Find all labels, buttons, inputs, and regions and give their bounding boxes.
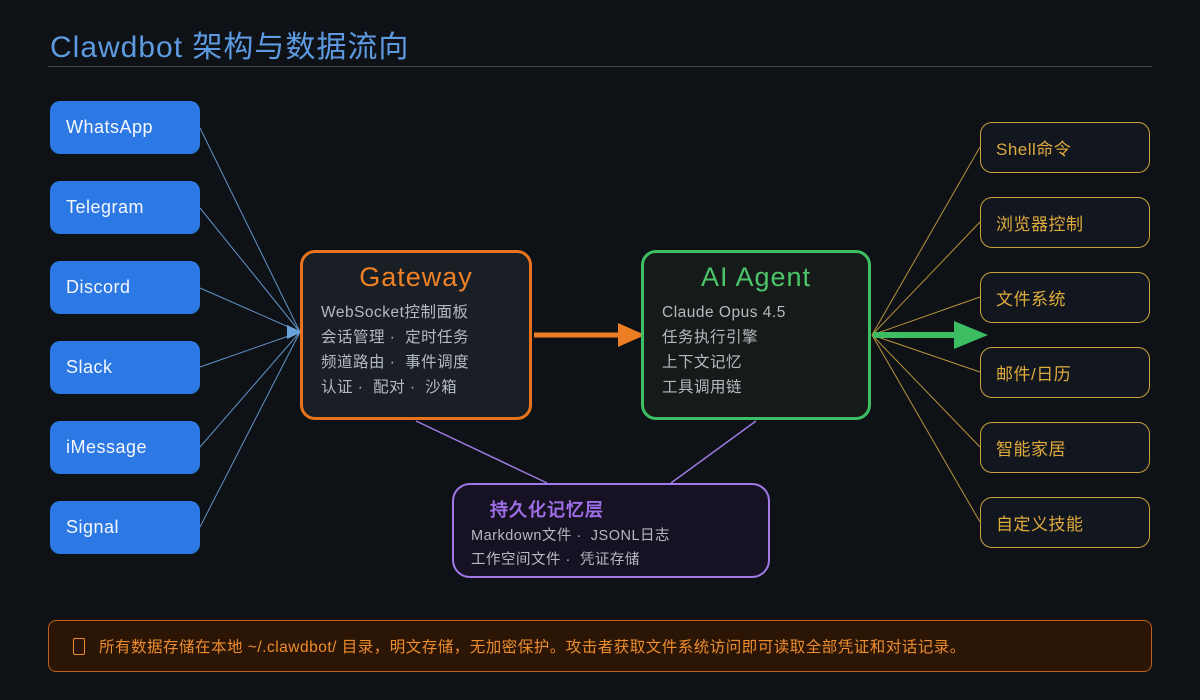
gateway-details: WebSocket控制面板 会话管理 · 定时任务 频道路由 · 事件调度 认证… xyxy=(321,300,529,400)
security-warning-text: 所有数据存储在本地 ~/.clawdbot/ 目录，明文存储，无加密保护。攻击者… xyxy=(99,639,966,656)
ai-agent-details: Claude Opus 4.5 任务执行引擎 上下文记忆 工具调用链 xyxy=(662,300,868,400)
node-mail-calendar-label: 邮件/日历 xyxy=(996,365,1072,384)
skill-column: Shell命令 浏览器控制 文件系统 邮件/日历 智能家居 自定义技能 xyxy=(980,0,1150,700)
memory-link-lines xyxy=(415,420,757,484)
node-mail-calendar: 邮件/日历 xyxy=(980,347,1150,398)
memory-layer-node: 持久化记忆层 Markdown文件 · JSONL日志 工作空间文件 · 凭证存… xyxy=(452,483,770,578)
node-telegram-label: Telegram xyxy=(66,197,145,217)
node-imessage: iMessage xyxy=(50,421,200,474)
node-shell-commands-label: Shell命令 xyxy=(996,140,1072,159)
agent-to-skill-lines xyxy=(871,146,981,523)
ai-agent-node: AI Agent Claude Opus 4.5 任务执行引擎 上下文记忆 工具… xyxy=(641,250,871,420)
node-imessage-label: iMessage xyxy=(66,437,148,457)
node-slack-label: Slack xyxy=(66,357,113,377)
ai-agent-detail-line: 上下文记忆 xyxy=(662,354,743,371)
node-signal: Signal xyxy=(50,501,200,554)
memory-layer-detail-line: Markdown文件 · JSONL日志 xyxy=(471,528,671,544)
channel-column: WhatsApp Telegram Discord Slack iMessage… xyxy=(50,0,200,700)
memory-layer-detail-line: 工作空间文件 · 凭证存储 xyxy=(471,552,640,568)
ai-agent-detail-line: Claude Opus 4.5 xyxy=(662,304,786,321)
node-custom-skills: 自定义技能 xyxy=(980,497,1150,548)
node-custom-skills-label: 自定义技能 xyxy=(996,515,1084,534)
node-browser-control-label: 浏览器控制 xyxy=(996,215,1084,234)
channel-to-gateway-lines xyxy=(199,127,301,528)
node-file-system-label: 文件系统 xyxy=(996,290,1066,309)
memory-layer-details: Markdown文件 · JSONL日志 工作空间文件 · 凭证存储 xyxy=(471,524,768,572)
gateway-detail-line: 认证 · 配对 · 沙箱 xyxy=(321,379,458,396)
title-divider xyxy=(48,66,1152,67)
page-title: Clawdbot 架构与数据流向 xyxy=(50,31,410,64)
node-whatsapp: WhatsApp xyxy=(50,101,200,154)
memory-layer-title: 持久化记忆层 xyxy=(490,500,604,520)
node-browser-control: 浏览器控制 xyxy=(980,197,1150,248)
node-slack: Slack xyxy=(50,341,200,394)
node-smart-home: 智能家居 xyxy=(980,422,1150,473)
gateway-node: Gateway WebSocket控制面板 会话管理 · 定时任务 频道路由 ·… xyxy=(300,250,532,420)
node-telegram: Telegram xyxy=(50,181,200,234)
node-smart-home-label: 智能家居 xyxy=(996,440,1066,459)
warning-glyph-icon xyxy=(73,637,85,655)
node-discord-label: Discord xyxy=(66,277,131,297)
gateway-detail-line: WebSocket控制面板 xyxy=(321,304,469,321)
ai-agent-detail-line: 任务执行引擎 xyxy=(662,329,759,346)
gateway-detail-line: 频道路由 · 事件调度 xyxy=(321,354,470,371)
gateway-to-agent-arrow xyxy=(534,323,645,347)
node-shell-commands: Shell命令 xyxy=(980,122,1150,173)
node-discord: Discord xyxy=(50,261,200,314)
ai-agent-title: AI Agent xyxy=(700,262,812,292)
ai-agent-detail-line: 工具调用链 xyxy=(662,379,743,396)
node-whatsapp-label: WhatsApp xyxy=(66,117,154,137)
node-file-system: 文件系统 xyxy=(980,272,1150,323)
gateway-detail-line: 会话管理 · 定时任务 xyxy=(321,329,470,346)
security-warning-banner: 所有数据存储在本地 ~/.clawdbot/ 目录，明文存储，无加密保护。攻击者… xyxy=(48,620,1152,672)
gateway-title: Gateway xyxy=(359,262,473,292)
agent-outbound-arrow xyxy=(873,321,988,349)
node-signal-label: Signal xyxy=(66,517,120,537)
